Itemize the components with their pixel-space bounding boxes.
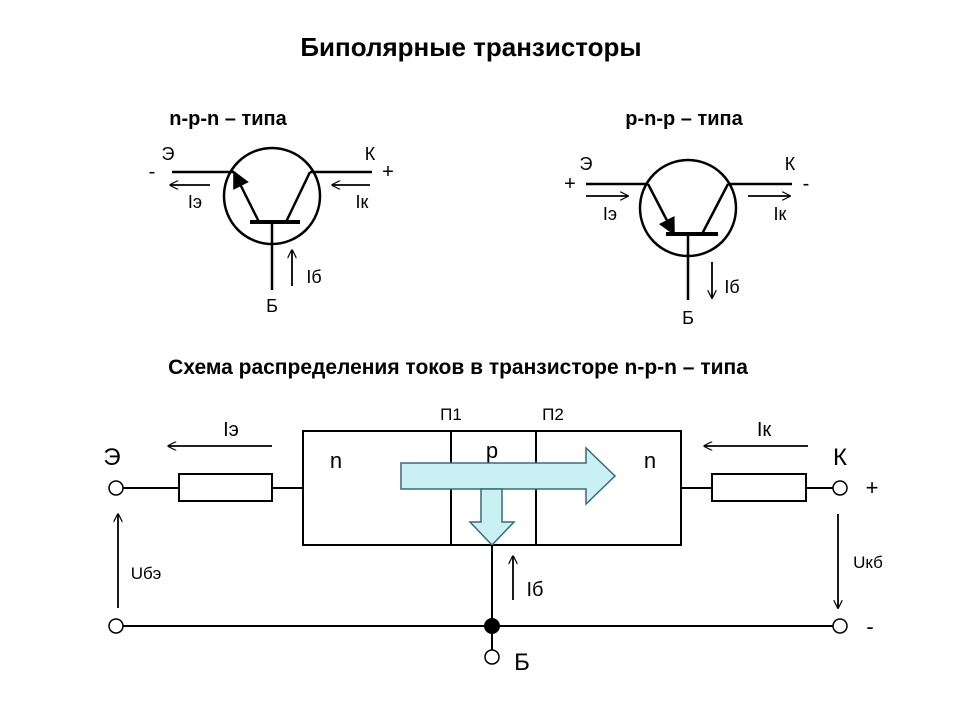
collector-terminal: [832, 480, 848, 496]
npn-collector-line: [284, 171, 312, 223]
collector-plus: +: [866, 475, 879, 500]
npn-base-label: Б: [266, 296, 278, 316]
junction-p1-label: П1: [440, 405, 462, 424]
pnp-ie-label: Iэ: [603, 204, 617, 224]
emitter-return-terminal: [108, 618, 124, 634]
region-n-emitter: n: [330, 448, 342, 473]
ik-label: Iк: [757, 419, 772, 441]
pnp-emitter-sign: +: [564, 173, 576, 195]
base-recombination-arrow: [468, 488, 516, 547]
emitter-resistor: [178, 473, 273, 502]
npn-ik-label: Iк: [356, 192, 369, 212]
pnp-collector-line: [700, 183, 730, 235]
npn-ib-label: Iб: [306, 267, 321, 287]
region-p-base: p: [486, 438, 498, 463]
pnp-base-label: Б: [682, 308, 694, 328]
collector-minus: -: [866, 614, 873, 639]
collector-resistor: [711, 473, 807, 502]
npn-title: n-p-n – типа: [169, 108, 287, 130]
ukb-label: Uкб: [853, 553, 883, 572]
pnp-collector-sign: -: [803, 173, 810, 195]
junction-p2-label: П2: [542, 405, 564, 424]
region-n-collector: n: [644, 448, 656, 473]
pnp-ib-label: Iб: [724, 277, 739, 297]
pnp-emitter-arrow: [646, 183, 676, 236]
pnp-title: p-n-p – типа: [625, 108, 743, 130]
base-junction-node: [484, 618, 500, 634]
scheme-title: Схема распределения токов в транзисторе …: [168, 356, 748, 379]
pnp-collector-label: К: [785, 154, 796, 174]
collector-return-terminal: [832, 618, 848, 634]
pnp-emitter-label: Э: [580, 154, 593, 174]
page-title: Биполярные транзисторы: [300, 32, 641, 62]
base-terminal: [484, 649, 500, 665]
npn-transistor-symbol: n-p-n – типа Э - К + Iэ Iк Iб Б: [149, 108, 394, 316]
collector-label: К: [833, 444, 847, 471]
pnp-transistor-symbol: p-n-p – типа Э + К - Iэ Iк Iб Б: [564, 108, 809, 328]
pnp-ik-label: Iк: [774, 204, 787, 224]
npn-collector-sign: +: [382, 161, 394, 183]
npn-collector-label: К: [365, 144, 376, 164]
npn-emitter-sign: -: [149, 161, 156, 183]
base-label: Б: [514, 649, 530, 676]
emitter-label: Э: [103, 444, 120, 471]
emitter-terminal: [108, 480, 124, 496]
npn-emitter-label: Э: [162, 144, 175, 164]
npn-ie-label: Iэ: [188, 192, 202, 212]
ib-label: Iб: [526, 579, 543, 601]
npn-emitter-arrow: [232, 170, 261, 223]
carrier-flow-arrow: [400, 446, 617, 506]
current-distribution-scheme: П1 П2 n p n Э Iэ К + Iк - Б: [103, 405, 883, 676]
ube-label: Uбэ: [131, 564, 162, 583]
ie-label: Iэ: [223, 419, 239, 441]
